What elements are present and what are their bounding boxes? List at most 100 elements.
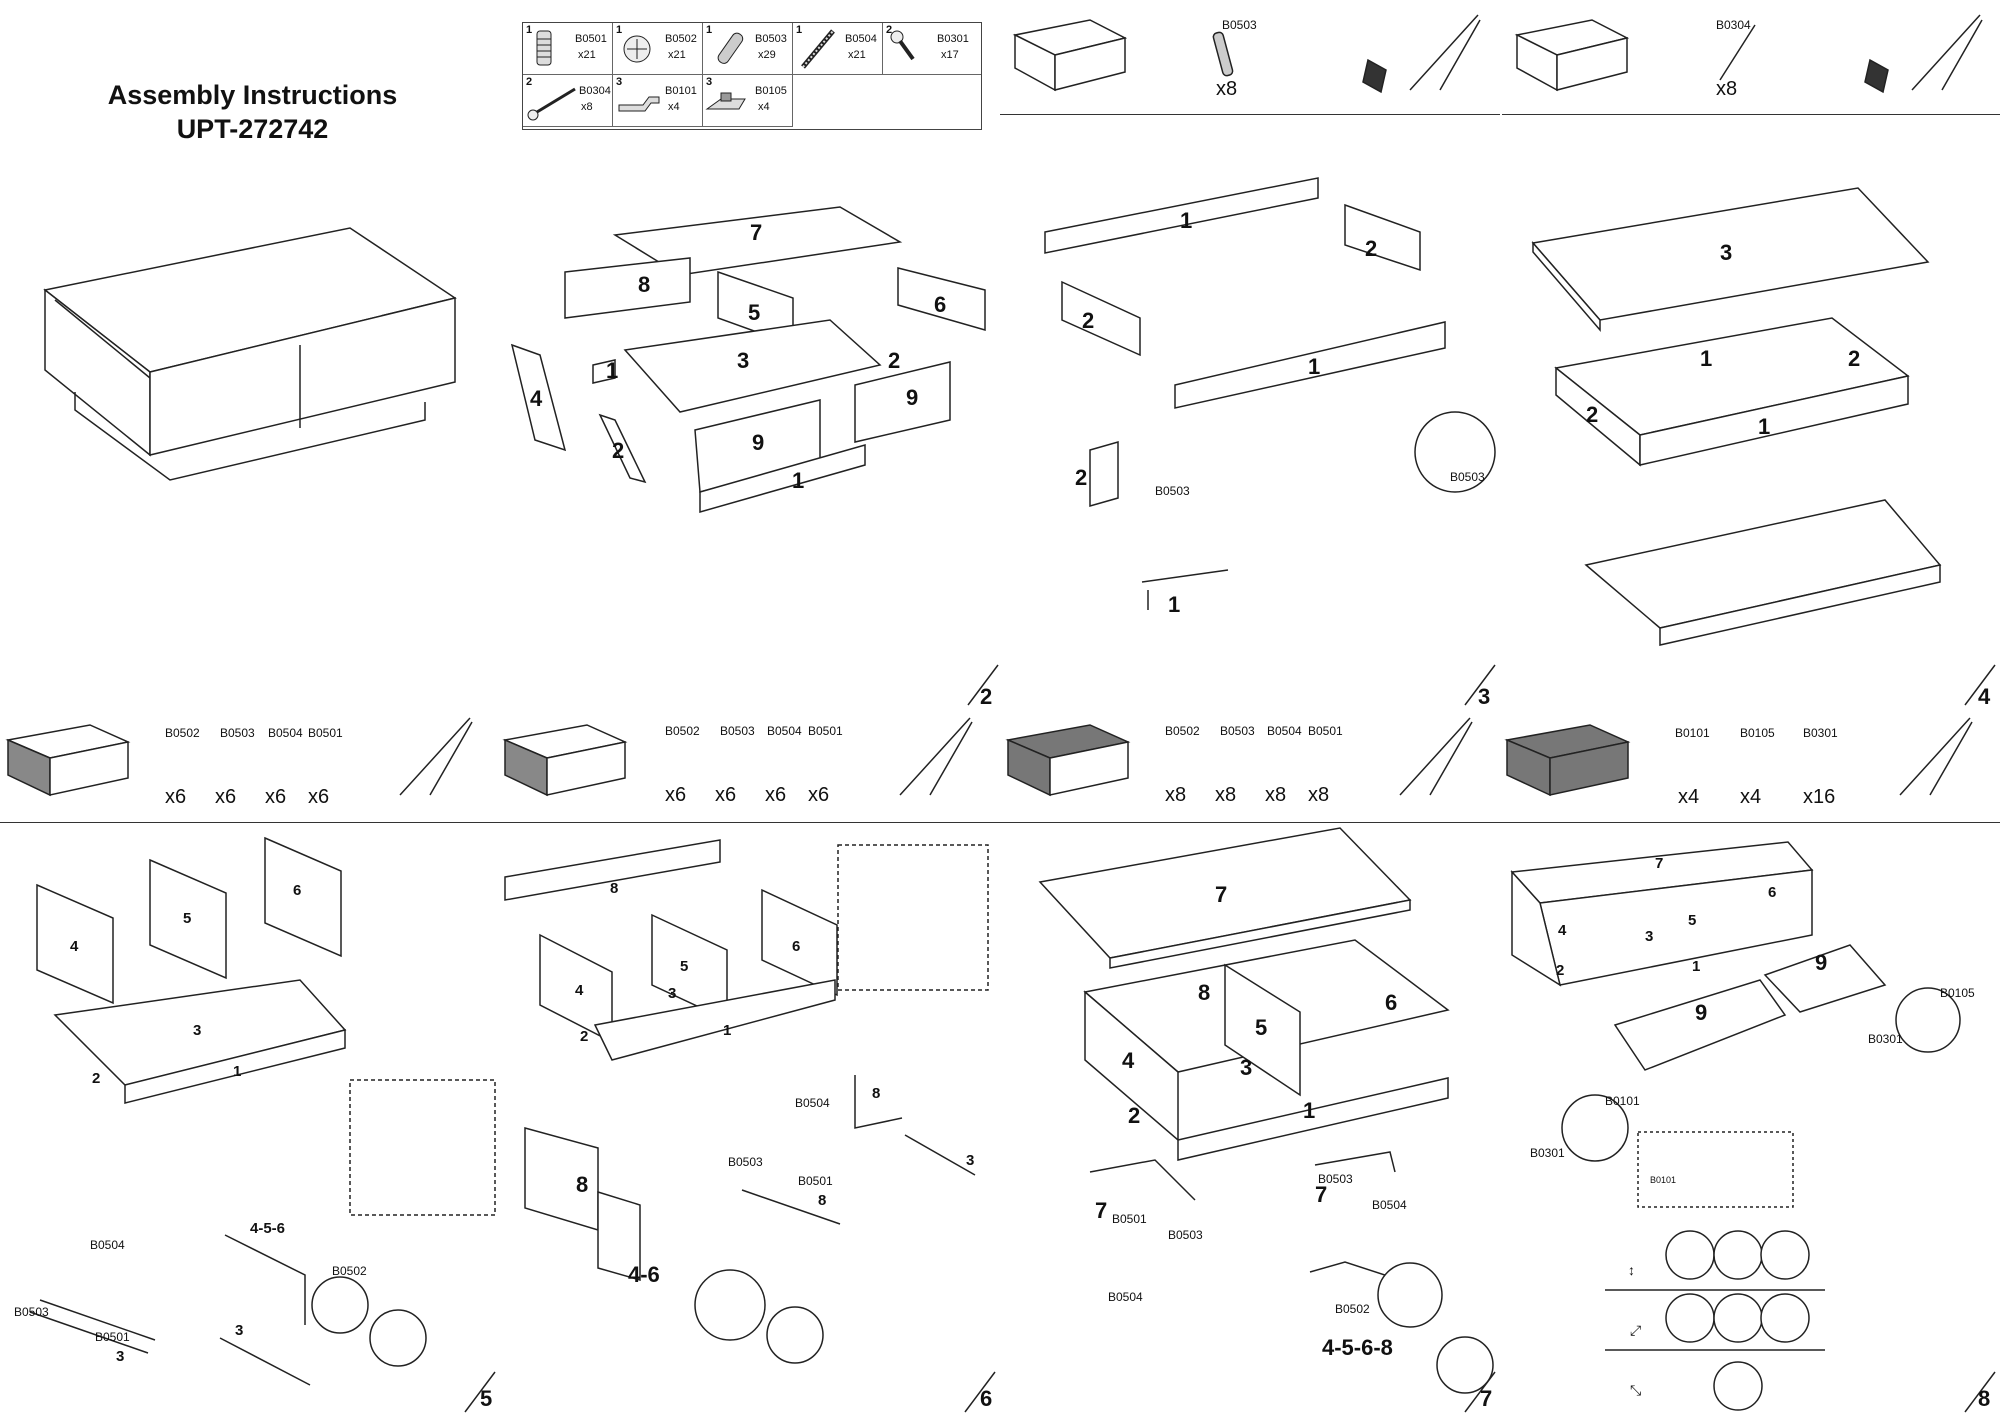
step7-code-2: B0503	[1220, 724, 1255, 738]
step-number-3: 3	[1478, 684, 1491, 709]
step3-label-2: 2	[1848, 346, 1861, 371]
step-number-8: 8	[1978, 1386, 1991, 1411]
step8-code-b0301b: B0301	[1530, 1146, 1565, 1160]
part-cell: 1 B0502 x21	[613, 23, 703, 75]
step5-label-5: 5	[183, 910, 192, 927]
part-cell: 1 B0504 x21	[793, 23, 883, 75]
step7-label-7c: 7	[1315, 1182, 1328, 1207]
step7-qty-4: x8	[1308, 784, 1330, 806]
step7-qty-3: x8	[1265, 784, 1287, 806]
step6-label-1: 1	[723, 1022, 732, 1039]
step3-label-2b: 2	[1586, 402, 1599, 427]
step2-code: B0503	[1222, 18, 1257, 32]
step3-label-1b: 1	[1758, 414, 1771, 439]
step8-qty-2: x4	[1740, 786, 1762, 808]
step6-label-3b: 3	[966, 1152, 975, 1169]
step6-code-2: B0503	[720, 724, 755, 738]
step6-label-4: 4	[575, 982, 584, 999]
step5-qty-1: x6	[165, 786, 187, 808]
step2-detail-code: B0503	[1450, 470, 1485, 484]
step6-label-6: 6	[792, 938, 801, 955]
step6-label-8c: 8	[872, 1085, 881, 1102]
part-label-2: 2	[888, 348, 901, 373]
step-number-7: 7	[1480, 1386, 1493, 1411]
step2-detail-code2: B0503	[1155, 484, 1190, 498]
step2-detail-bottom: 1	[1168, 592, 1181, 617]
part-label-7: 7	[750, 220, 763, 245]
step6-qty-4: x6	[808, 784, 830, 806]
step2-qty: x8	[1216, 78, 1238, 100]
step5-code-3: B0504	[268, 726, 303, 740]
step7-label-5: 5	[1255, 1015, 1268, 1040]
document-title: Assembly Instructions UPT-272742	[0, 78, 505, 146]
step8-code-b0101-small: B0101	[1650, 1175, 1677, 1185]
step7-label-7: 7	[1215, 882, 1228, 907]
part-label-1b: 1	[792, 468, 805, 493]
part-label-9: 9	[752, 430, 765, 455]
parts-table: 1 B0501 x21 1 B0502 x21 1 B0503 x29 1 B0…	[522, 22, 982, 130]
exploded-view	[510, 206, 986, 513]
step8-label-7: 7	[1655, 855, 1664, 872]
step7-qty-2: x8	[1215, 784, 1237, 806]
step7-code-b0503: B0503	[1168, 1228, 1203, 1242]
part-cell: 1 B0503 x29	[703, 23, 793, 75]
step2-label-2b: 2	[1082, 308, 1095, 333]
step5-code-4: B0501	[308, 726, 343, 740]
step3-qty: x8	[1716, 78, 1738, 100]
step2-frame	[1044, 177, 1496, 610]
step6-label-5: 5	[680, 958, 689, 975]
step8-code-1: B0101	[1675, 726, 1710, 740]
step6-code-4: B0501	[808, 724, 843, 738]
step8-assembly	[1510, 841, 1961, 1411]
step5-label-3c: 3	[116, 1348, 125, 1365]
step5-code-b0502: B0502	[332, 1264, 367, 1278]
cam-lock-icon	[623, 35, 651, 63]
step5-label-6: 6	[293, 882, 302, 899]
step8-label-2: 2	[1556, 962, 1565, 979]
step7-code-b0501: B0501	[1112, 1212, 1147, 1226]
step6-qty-1: x6	[665, 784, 687, 806]
step5-label-3d: 3	[235, 1322, 244, 1339]
step7-label-7b: 7	[1095, 1198, 1108, 1223]
step2-detail-panel: 2	[1075, 465, 1088, 490]
step5-code-b0503: B0503	[14, 1305, 49, 1319]
step7-code-4: B0501	[1308, 724, 1343, 738]
part-label-4: 4	[530, 386, 543, 411]
step6-qty-2: x6	[715, 784, 737, 806]
step2-header	[1012, 14, 1481, 94]
step3-header	[1514, 14, 1983, 94]
step7-code-b0502: B0502	[1335, 1302, 1370, 1316]
hinge-plate-icon	[705, 92, 746, 110]
step8-code-2: B0105	[1740, 726, 1775, 740]
arrow-vertical-icon: ↕	[1628, 1262, 1635, 1278]
title-line-2: UPT-272742	[176, 114, 329, 144]
step8-code-b0101: B0101	[1605, 1094, 1640, 1108]
step7-assembly	[1038, 827, 1494, 1394]
part-label-6: 6	[934, 292, 947, 317]
hinge-icon	[618, 96, 660, 112]
part-cell: 3 B0101 x4	[613, 75, 703, 127]
step3-label-3: 3	[1720, 240, 1733, 265]
step3-frame	[1531, 187, 1942, 646]
step2-label-1b: 1	[1308, 354, 1321, 379]
step6-code-b0501: B0501	[798, 1174, 833, 1188]
step5-label-456: 4-5-6	[250, 1220, 286, 1237]
insert-nut-icon	[536, 30, 552, 66]
step6-label-2: 2	[580, 1028, 589, 1045]
part-label-9b: 9	[906, 385, 919, 410]
step7-label-6: 6	[1385, 990, 1398, 1015]
step5-label-4: 4	[70, 938, 79, 955]
bottom-header-images	[5, 717, 1973, 797]
divider	[1502, 114, 2000, 115]
part-label-3: 3	[737, 348, 750, 373]
wood-dowel-icon	[717, 32, 744, 64]
step5-label-2: 2	[92, 1070, 101, 1087]
step-number-2: 2	[980, 684, 993, 709]
step8-label-3: 3	[1645, 928, 1654, 945]
step6-assembly	[504, 839, 989, 1364]
step5-qty-3: x6	[265, 786, 287, 808]
step7-label-3: 3	[1240, 1055, 1253, 1080]
step6-label-46: 4-6	[628, 1262, 660, 1287]
step6-label-8d: 8	[576, 1172, 589, 1197]
